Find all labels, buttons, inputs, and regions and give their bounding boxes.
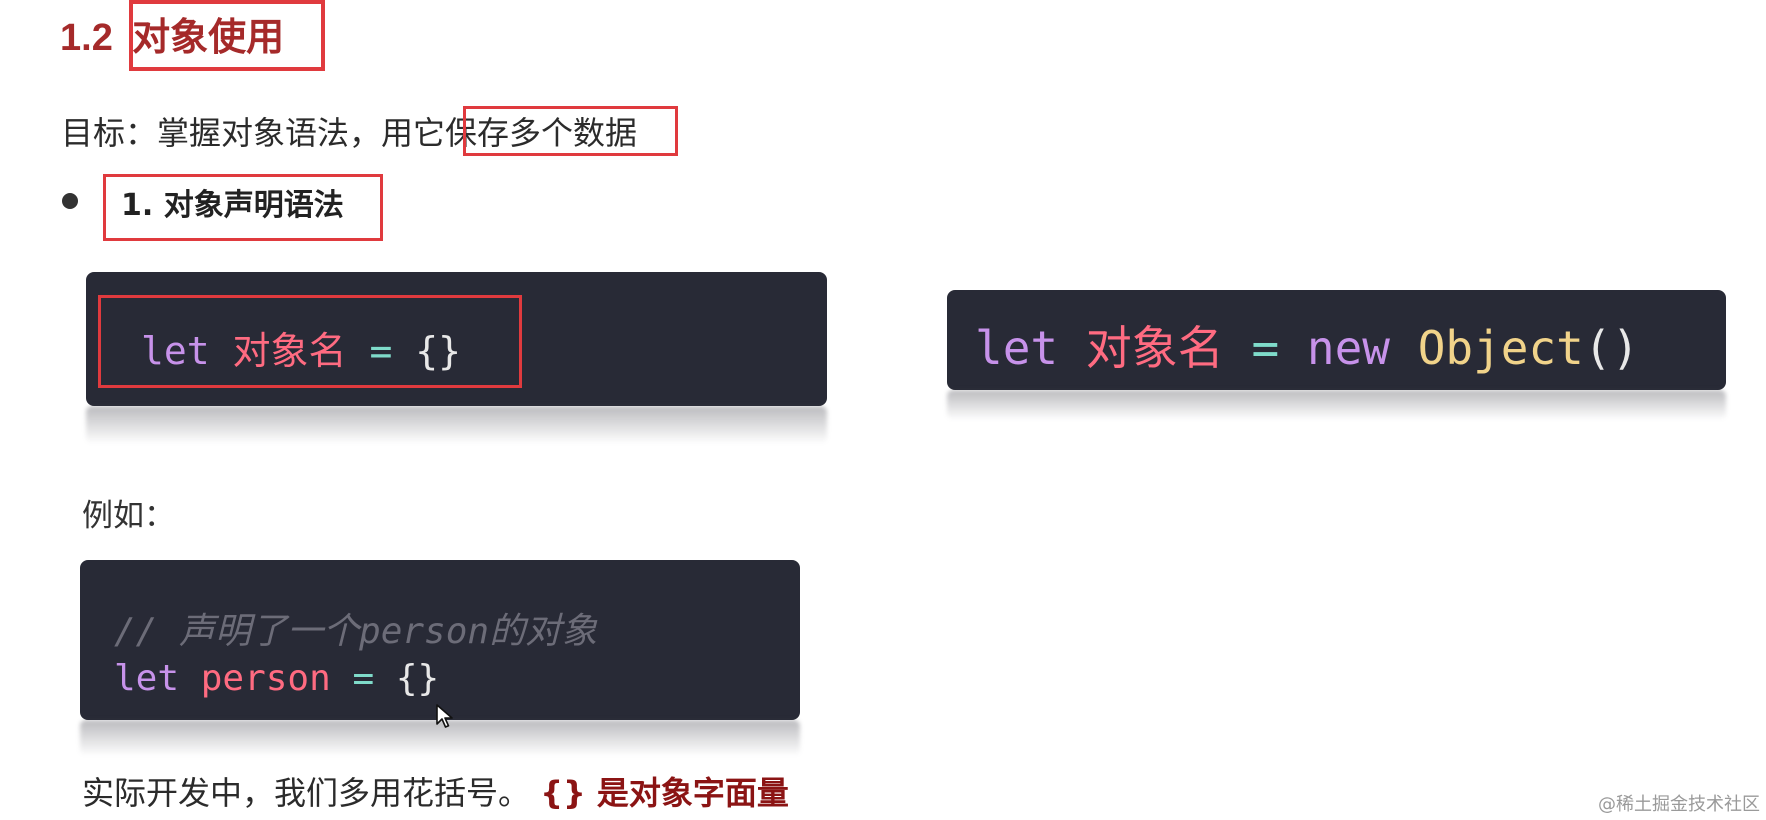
example-label: 例如： [82, 498, 175, 534]
code-block-reflection [947, 390, 1726, 420]
title-highlight-box [129, 0, 325, 71]
operator-assign: = [1251, 321, 1280, 375]
goal-highlight-box [463, 106, 678, 156]
code-block-constructor: let 对象名 = new Object() [947, 290, 1726, 390]
footer-line: 实际开发中，我们多用花括号。 {} 是对象字面量 [82, 768, 789, 814]
bullet-heading: 1. 对象声明语法 [121, 188, 344, 223]
keyword-let: let [975, 321, 1059, 375]
section-heading: 1.2 对象使用 [60, 6, 284, 61]
bullet-dot [62, 193, 78, 209]
object-literal: {} [415, 329, 461, 373]
goal-line: 目标：掌握对象语法，用它保存多个数据 [61, 108, 637, 154]
variable-name: person [200, 658, 331, 699]
footer-text: 实际开发中，我们多用花括号。 [82, 774, 531, 812]
literal-highlight-box [98, 295, 522, 388]
variable-name: 对象名 [232, 329, 347, 373]
watermark: @稀土掘金技术社区 [1598, 794, 1760, 815]
bullet-highlight-box [103, 174, 383, 241]
code-line: let 对象名 = new Object() [975, 312, 1639, 378]
section-number: 1.2 [60, 17, 113, 59]
goal-prefix: 目标：掌握对象语法，用它 [61, 114, 446, 152]
section-title: 对象使用 [132, 15, 285, 59]
keyword-new: new [1306, 321, 1390, 375]
mouse-pointer-icon [436, 704, 453, 728]
goal-highlight: 保存多个数据 [445, 114, 638, 152]
code-block-literal: let 对象名 = {} [86, 272, 827, 406]
class-name: Object [1417, 321, 1584, 375]
keyword-let: let [141, 329, 210, 373]
operator-assign: = [369, 329, 393, 373]
code-block-reflection [86, 406, 827, 444]
call-parens: () [1583, 321, 1640, 375]
keyword-let: let [114, 658, 180, 699]
operator-assign: = [352, 658, 375, 699]
variable-name: 对象名 [1085, 321, 1224, 375]
footer-highlight: {} 是对象字面量 [540, 774, 789, 812]
code-line: let 对象名 = {} [141, 320, 461, 375]
code-line: let person = {} [114, 658, 439, 699]
code-comment: // 声明了一个person的对象 [114, 611, 598, 652]
object-literal: {} [395, 658, 440, 699]
code-block-example: // 声明了一个person的对象 let person = {} [80, 560, 800, 720]
code-block-reflection [80, 720, 800, 756]
